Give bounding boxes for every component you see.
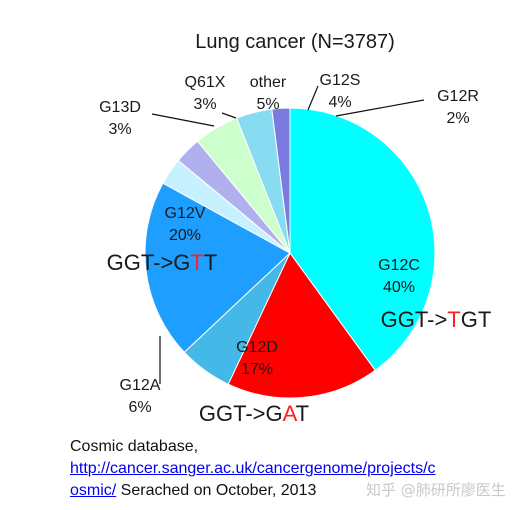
- codon-change-g12v: GGT->GTT: [107, 250, 218, 275]
- slice-pct-g12d: 17%: [241, 361, 273, 378]
- slice-pct-g13d: 3%: [108, 121, 131, 138]
- slice-label-g12d: G12D: [236, 339, 278, 356]
- watermark: 知乎 @肺研所廖医生: [366, 481, 506, 499]
- slice-pct-g12s: 4%: [328, 94, 351, 111]
- source-link-part2[interactable]: osmic/: [70, 482, 117, 499]
- slice-pct-g12r: 2%: [446, 110, 469, 127]
- slice-g12v: [144, 182, 291, 353]
- slice-label-g12v: G12V: [165, 205, 206, 222]
- pie-chart: Lung cancer (N=3787) G12C 40% G12D 17% G12A 6…: [99, 31, 492, 426]
- slice-pct-other: 5%: [256, 96, 279, 113]
- slice-label-g12c: G12C: [378, 257, 420, 274]
- slice-label-other: other: [250, 74, 287, 91]
- slice-label-g12a: G12A: [120, 377, 161, 394]
- codon-change-g12c: GGT->TGT: [381, 307, 492, 332]
- slice-g12r: [271, 107, 291, 254]
- codon-annotations: GGT->TGT GGT->GAT GGT->GTT: [107, 250, 492, 426]
- search-date: Serached on October, 2013: [116, 482, 317, 499]
- slice-label-g13d: G13D: [99, 99, 141, 116]
- leader-lines: [151, 85, 425, 384]
- slice-pct-q61x: 3%: [193, 96, 216, 113]
- slice-pct-g12c: 40%: [383, 279, 415, 296]
- source-title: Cosmic database,: [70, 438, 199, 455]
- leader-g12s: [307, 85, 319, 111]
- leader-g13d: [151, 113, 215, 127]
- codon-change-g12d: GGT->GAT: [199, 401, 309, 426]
- slice-label-g12s: G12S: [320, 72, 361, 89]
- leader-q61x: [221, 112, 237, 119]
- slice-label-q61x: Q61X: [185, 74, 226, 91]
- slice-pct-g12a: 6%: [128, 399, 151, 416]
- pie-slices: [144, 107, 436, 399]
- slice-g12d: [227, 252, 376, 399]
- chart-title: Lung cancer (N=3787): [195, 31, 395, 53]
- source-link-part1[interactable]: http://cancer.sanger.ac.uk/cancergenome/…: [70, 460, 436, 477]
- slice-labels: G12C 40% G12D 17% G12A 6% G12V 20% G13D 3% Q61X 3% o…: [99, 72, 479, 416]
- slice-label-g12r: G12R: [437, 88, 479, 105]
- leader-g12r: [335, 99, 425, 117]
- slice-pct-g12v: 20%: [169, 227, 201, 244]
- source-note: Cosmic database, http://cancer.sanger.ac…: [70, 436, 436, 502]
